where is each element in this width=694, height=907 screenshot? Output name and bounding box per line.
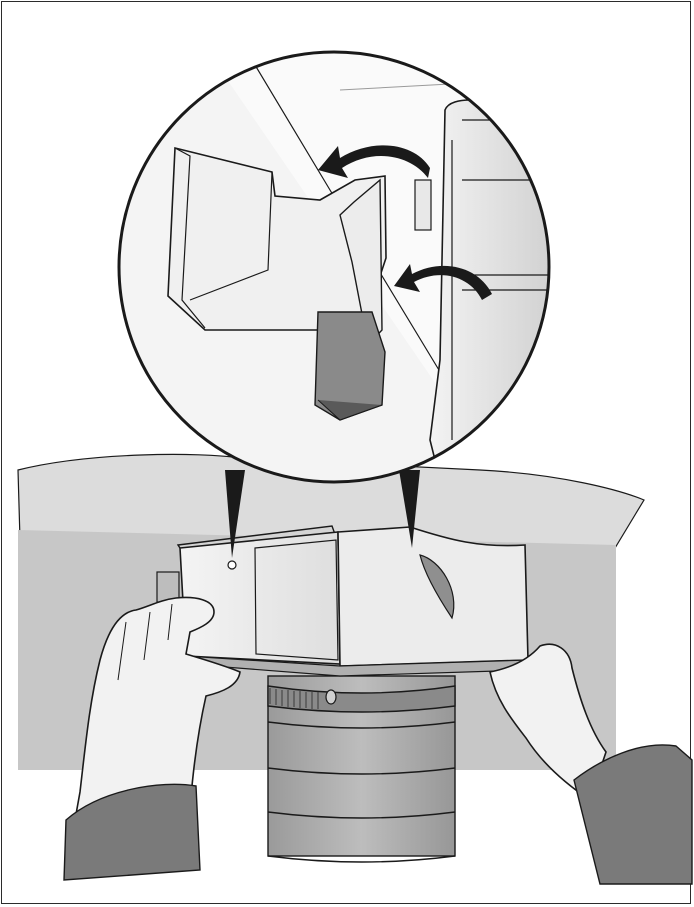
unit-front-panel bbox=[180, 532, 340, 664]
unit-right-body bbox=[338, 527, 528, 666]
air-duct-unit bbox=[157, 526, 528, 676]
